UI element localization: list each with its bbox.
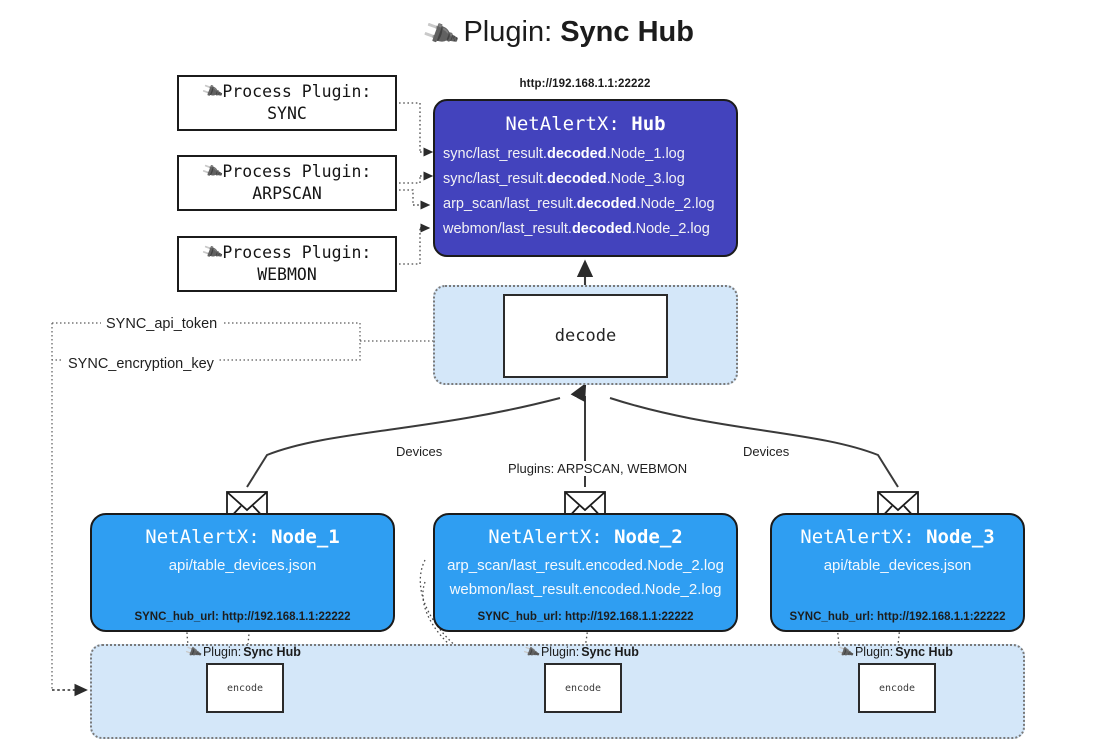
hub-log-row: sync/last_result.decoded.Node_3.log xyxy=(435,167,736,192)
log-post: .Node_2.log xyxy=(636,195,715,212)
node-hub-url: SYNC_hub_url: http://192.168.1.1:22222 xyxy=(772,611,1023,623)
node-log-list: api/table_devices.json xyxy=(92,554,393,578)
node-log-row: api/table_devices.json xyxy=(823,557,972,574)
node-log-row: arp_scan/last_result.encoded.Node_2.log xyxy=(447,557,724,574)
process-plugin-label: Process Plugin: xyxy=(222,243,372,263)
encoder-plugin-name: Sync Hub xyxy=(581,645,639,659)
hub-title-prefix: NetAlertX: xyxy=(505,113,620,135)
node-title: NetAlertX: Node_3 xyxy=(772,526,1023,548)
encode-box-2[interactable]: encode xyxy=(544,663,622,713)
node-card-node-3[interactable]: NetAlertX: Node_3 api/table_devices.json… xyxy=(770,513,1025,632)
hub-title: NetAlertX: Hub xyxy=(435,113,736,135)
node-hub-url-key: SYNC_hub_url: xyxy=(477,611,562,623)
process-plugin-label: Process Plugin: xyxy=(222,82,372,102)
encoder-plugin-name: Sync Hub xyxy=(243,645,301,659)
encoder-plugin-label-3: 🔌 Plugin: Sync Hub xyxy=(835,642,953,662)
page-title-name: Sync Hub xyxy=(560,16,694,48)
node-hub-url-value: http://192.168.1.1:22222 xyxy=(222,611,351,623)
encoder-plugin-name: Sync Hub xyxy=(895,645,953,659)
process-plugin-sync[interactable]: 🔌 Process Plugin: SYNC xyxy=(177,75,397,131)
node-title: NetAlertX: Node_1 xyxy=(92,526,393,548)
node-log-list: api/table_devices.json xyxy=(772,554,1023,578)
hub-log-list: sync/last_result.decoded.Node_1.log sync… xyxy=(435,142,736,242)
node-title: NetAlertX: Node_2 xyxy=(435,526,736,548)
hub-log-row: sync/last_result.decoded.Node_1.log xyxy=(435,142,736,167)
edge-label-plugins: Plugins: ARPSCAN, WEBMON xyxy=(504,461,692,476)
node-hub-url: SYNC_hub_url: http://192.168.1.1:22222 xyxy=(92,611,393,623)
plug-icon: 🔌 xyxy=(521,642,542,662)
plug-icon: 🔌 xyxy=(199,159,224,184)
node-card-node-1[interactable]: NetAlertX: Node_1 api/table_devices.json… xyxy=(90,513,395,632)
log-pre: arp_scan/last_result. xyxy=(443,195,577,212)
plug-icon: 🔌 xyxy=(199,79,224,104)
log-strong: decoded xyxy=(546,170,607,187)
log-strong: decoded xyxy=(576,195,637,212)
process-plugin-arpscan[interactable]: 🔌 Process Plugin: ARPSCAN xyxy=(177,155,397,211)
node-hub-url: SYNC_hub_url: http://192.168.1.1:22222 xyxy=(435,611,736,623)
process-plugin-label: Process Plugin: xyxy=(222,162,372,182)
node-title-name: Node_2 xyxy=(614,526,683,548)
decode-box[interactable]: decode xyxy=(503,294,668,378)
process-plugin-name: ARPSCAN xyxy=(252,184,322,203)
encode-box-3[interactable]: encode xyxy=(858,663,936,713)
encoder-plugin-prefix: Plugin: xyxy=(540,645,580,659)
log-strong: decoded xyxy=(546,146,607,162)
node-card-node-2[interactable]: NetAlertX: Node_2 arp_scan/last_result.e… xyxy=(433,513,738,632)
node-log-list: arp_scan/last_result.encoded.Node_2.log … xyxy=(435,554,736,603)
node-hub-url-key: SYNC_hub_url: xyxy=(134,611,219,623)
edge-label-devices-right: Devices xyxy=(739,444,794,459)
node-title-prefix: NetAlertX: xyxy=(800,526,915,548)
plug-icon: 🔌 xyxy=(183,642,204,662)
page-title-prefix: Plugin: xyxy=(463,16,553,48)
node-title-name: Node_1 xyxy=(271,526,340,548)
node-log-row: api/table_devices.json xyxy=(168,557,317,574)
hub-title-name: Hub xyxy=(631,113,666,135)
log-pre: sync/last_result. xyxy=(443,146,547,162)
hub-log-row: arp_scan/last_result.decoded.Node_2.log xyxy=(435,192,736,217)
log-post: .Node_1.log xyxy=(606,146,685,162)
hub-url-label: http://192.168.1.1:22222 xyxy=(519,78,651,90)
log-pre: webmon/last_result. xyxy=(443,220,572,237)
encoder-plugin-label-2: 🔌 Plugin: Sync Hub xyxy=(521,642,639,662)
process-plugin-webmon[interactable]: 🔌 Process Plugin: WEBMON xyxy=(177,236,397,292)
page-title: 🔌 Plugin: Sync Hub xyxy=(0,13,1117,54)
log-pre: sync/last_result. xyxy=(443,170,547,187)
edge-label-devices-left: Devices xyxy=(392,444,447,459)
hub-log-row: webmon/last_result.decoded.Node_2.log xyxy=(435,217,736,242)
node-title-name: Node_3 xyxy=(926,526,995,548)
node-title-prefix: NetAlertX: xyxy=(488,526,603,548)
sync-encryption-key-label: SYNC_encryption_key xyxy=(63,356,219,372)
sync-api-token-label: SYNC_api_token xyxy=(101,316,223,332)
node-log-row: webmon/last_result.encoded.Node_2.log xyxy=(449,581,722,599)
encoder-plugin-prefix: Plugin: xyxy=(202,645,242,659)
process-plugin-name: WEBMON xyxy=(257,265,317,284)
plug-icon: 🔌 xyxy=(418,13,461,55)
log-post: .Node_2.log xyxy=(631,220,710,237)
plug-icon: 🔌 xyxy=(199,240,224,265)
node-hub-url-key: SYNC_hub_url: xyxy=(789,611,874,623)
process-plugin-name: SYNC xyxy=(267,104,307,123)
plug-icon: 🔌 xyxy=(835,642,856,662)
log-strong: decoded xyxy=(571,220,632,237)
node-title-prefix: NetAlertX: xyxy=(145,526,260,548)
encode-box-1[interactable]: encode xyxy=(206,663,284,713)
node-hub-url-value: http://192.168.1.1:22222 xyxy=(565,611,694,623)
encoder-plugin-prefix: Plugin: xyxy=(854,645,894,659)
log-post: .Node_3.log xyxy=(606,170,685,187)
node-hub-url-value: http://192.168.1.1:22222 xyxy=(877,611,1006,623)
encoder-plugin-label-1: 🔌 Plugin: Sync Hub xyxy=(183,642,301,662)
hub-card[interactable]: NetAlertX: Hub sync/last_result.decoded.… xyxy=(433,99,738,257)
